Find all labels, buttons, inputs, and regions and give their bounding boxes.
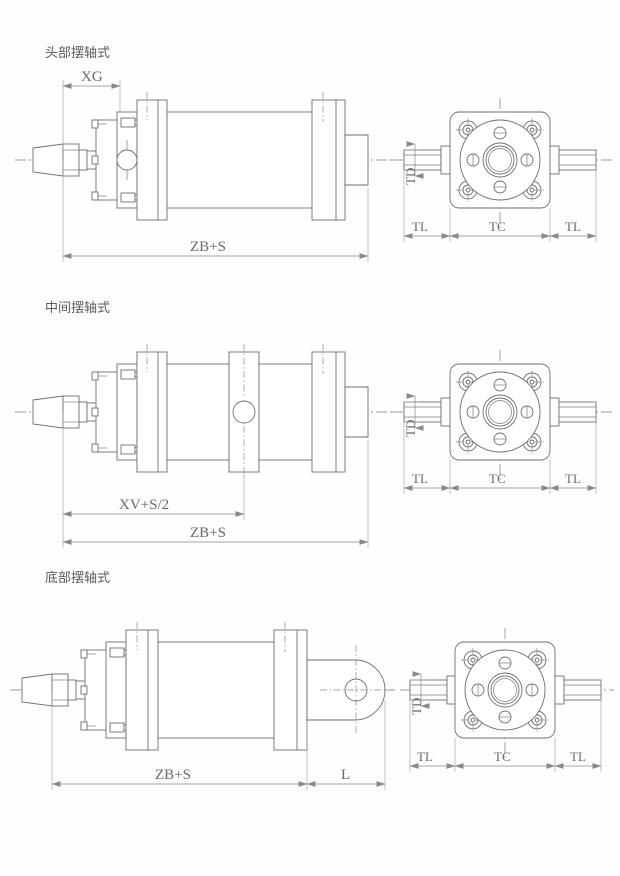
fig2-title: 中间摆轴式	[45, 301, 110, 316]
fig3-barrel	[157, 641, 278, 739]
figure-bottom-trunnion: 底部摆轴式	[10, 570, 614, 790]
fig2-mid-trunnion	[228, 344, 260, 480]
fig2-head-flange	[136, 344, 168, 473]
fig3-cap-flange	[273, 622, 308, 751]
fig1-dim-zbs-label: ZB+S	[190, 239, 226, 255]
fig2-dim-tl-left-label: TL	[412, 471, 428, 486]
fig1-gland-head	[91, 111, 146, 209]
fig3-eye-mount	[306, 645, 392, 735]
fig2-barrel-left	[166, 363, 230, 461]
fig1-cap-flange	[311, 92, 369, 221]
fig1-dim-tl-right-label: TL	[565, 219, 581, 234]
fig2-dim-tl-tc: TL TC TL	[403, 422, 597, 494]
fig3-dim-tc-label: TC	[494, 749, 511, 764]
fig3-dim-td: TD	[409, 671, 430, 715]
fig1-dim-zbs: ZB+S	[62, 160, 369, 262]
fig3-gland-head	[80, 641, 135, 739]
fig1-dim-tl-left-label: TL	[412, 219, 428, 234]
fig1-dim-td: TD	[403, 141, 424, 185]
figure-head-trunnion: 头部摆轴式	[15, 46, 612, 262]
fig2-dim-zbs-label: ZB+S	[190, 525, 226, 541]
fig1-dim-tc-label: TC	[489, 219, 506, 234]
fig2-dim-xvs2-label: XV+S/2	[119, 497, 169, 513]
fig1-end-view: TD TL TC TL	[392, 98, 612, 242]
fig2-dim-td-label: TD	[403, 420, 418, 437]
fig2-end-view: TD TL TC TL	[392, 350, 612, 494]
fig2-dim-xvs2: XV+S/2	[62, 412, 245, 520]
figure-middle-trunnion: 中间摆轴式	[15, 301, 612, 548]
fig3-dim-tl-left-label: TL	[417, 749, 433, 764]
fig3-dim-zbs: ZB+S	[51, 690, 308, 790]
fig2-dim-tl-right-label: TL	[565, 471, 581, 486]
fig2-cap-flange	[311, 344, 369, 473]
fig2-dim-td: TD	[403, 393, 424, 437]
fig1-dim-td-label: TD	[403, 168, 418, 185]
fig2-gland-head	[91, 363, 146, 461]
fig1-dim-tl-tc: TL TC TL	[403, 170, 597, 242]
fig3-end-flange-bolts	[471, 656, 539, 724]
fig3-dim-l-label: L	[341, 767, 350, 783]
fig3-head-flange	[125, 622, 159, 751]
fig2-end-flange-bolts	[466, 378, 534, 446]
fig1-head-flange	[136, 92, 168, 221]
fig3-dim-td-label: TD	[409, 698, 424, 715]
fig3-dim-zbs-label: ZB+S	[155, 767, 191, 783]
fig3-dim-tl-tc: TL TC TL	[409, 700, 602, 772]
fig1-end-flange-bolts	[466, 126, 534, 194]
fig2-dim-zbs: ZB+S	[62, 440, 369, 548]
fig1-title: 头部摆轴式	[45, 46, 110, 61]
fig3-dim-l: L	[306, 700, 386, 790]
fig3-title: 底部摆轴式	[45, 570, 110, 586]
fig2-dim-tc-label: TC	[489, 471, 506, 486]
fig1-dim-xg-label: XG	[81, 69, 103, 85]
fig2-barrel-right	[258, 363, 316, 461]
fig1-barrel	[166, 111, 316, 209]
fig1-dim-xg: XG	[62, 69, 121, 150]
fig3-dim-tl-right-label: TL	[570, 749, 586, 764]
fig3-end-view: TD TL TC TL	[400, 628, 614, 772]
